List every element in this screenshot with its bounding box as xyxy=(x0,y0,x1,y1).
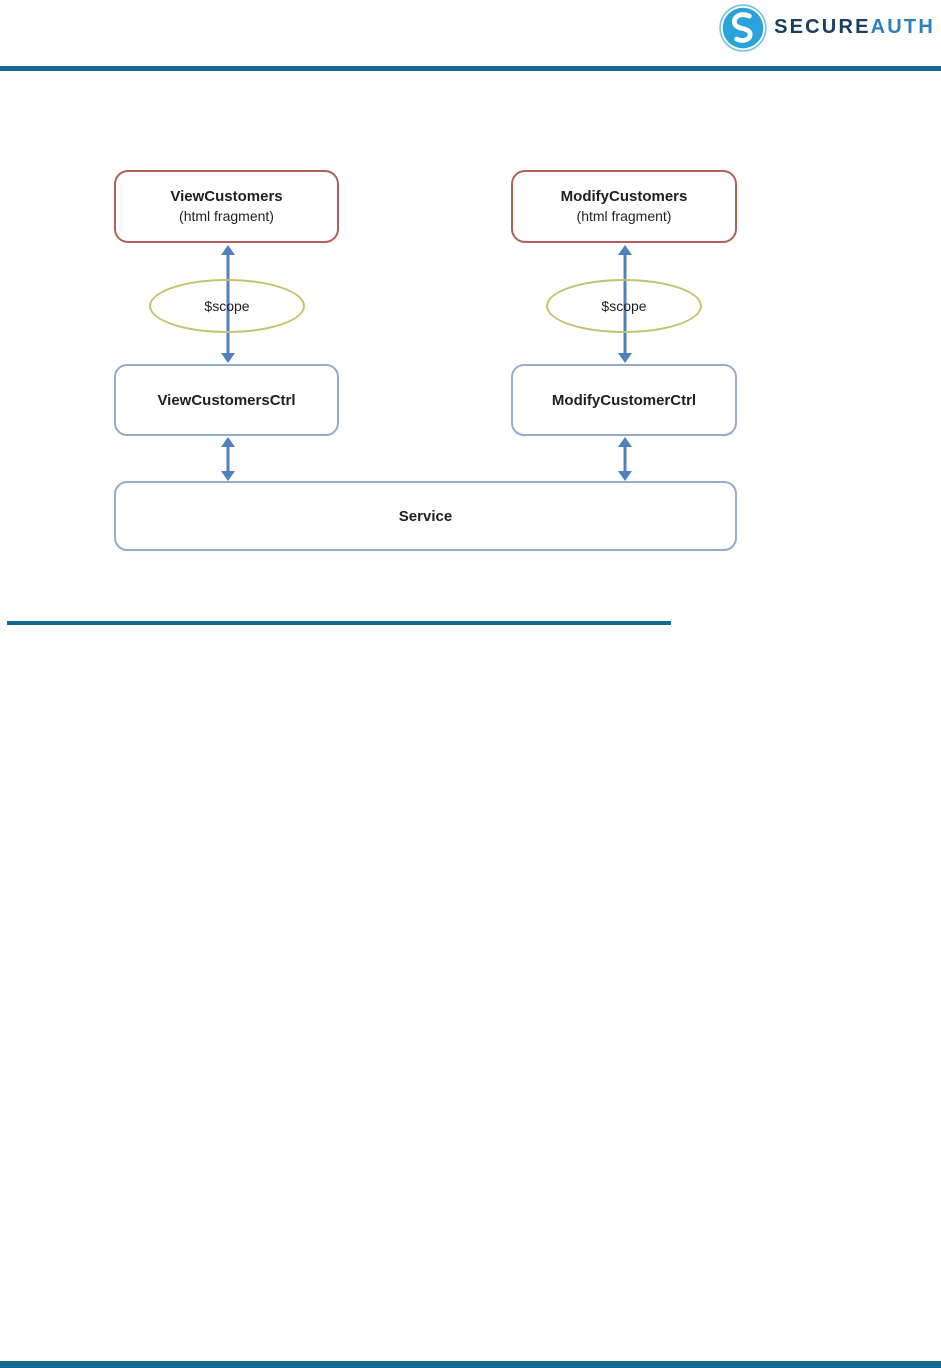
brand-text-primary: SECURE xyxy=(774,15,871,38)
box-title: Service xyxy=(398,507,453,525)
brand-text-secondary: AUTH xyxy=(870,15,935,38)
box-title: ViewCustomers xyxy=(170,187,283,205)
footer-bar xyxy=(0,1361,941,1368)
secureauth-swirl-icon xyxy=(719,4,767,52)
section-divider-rule xyxy=(7,621,671,625)
scope-ellipse-right: $scope xyxy=(546,279,702,333)
service-box: Service xyxy=(114,481,737,551)
box-subtitle: (html fragment) xyxy=(576,208,672,225)
scope-label: $scope xyxy=(204,298,250,314)
scope-ellipse-left: $scope xyxy=(149,279,305,333)
controller-box-modifycustomerctrl: ModifyCustomerCtrl xyxy=(511,364,737,436)
brand-logo: SECUREAUTH xyxy=(718,2,935,52)
box-title: ModifyCustomers xyxy=(560,187,688,205)
box-title: ModifyCustomerCtrl xyxy=(551,391,697,409)
brand-wordmark: SECUREAUTH xyxy=(774,16,935,39)
box-subtitle: (html fragment) xyxy=(179,208,274,225)
controller-box-viewcustomersctrl: ViewCustomersCtrl xyxy=(114,364,339,436)
double-arrow-controller-service-right xyxy=(617,437,633,481)
scope-label: $scope xyxy=(601,298,647,314)
view-fragment-box-modifycustomers: ModifyCustomers (html fragment) xyxy=(511,170,737,243)
double-arrow-controller-service-left xyxy=(220,437,236,481)
box-title: ViewCustomersCtrl xyxy=(157,391,296,409)
header-rule xyxy=(0,66,941,71)
view-fragment-box-viewcustomers: ViewCustomers (html fragment) xyxy=(114,170,339,243)
